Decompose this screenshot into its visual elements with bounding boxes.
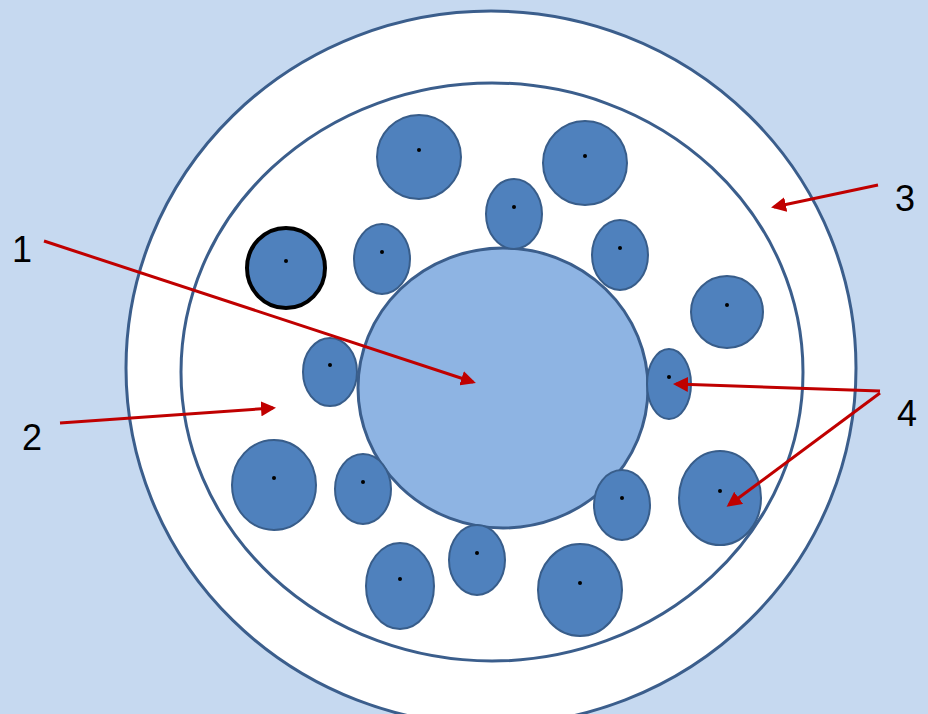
cell-nucleus bbox=[578, 581, 582, 585]
cell-nucleus bbox=[725, 303, 729, 307]
cell-nucleus bbox=[618, 246, 622, 250]
cell bbox=[377, 115, 461, 199]
inner-layer bbox=[181, 83, 803, 661]
leader-arrow bbox=[676, 384, 880, 391]
cell-body bbox=[366, 543, 434, 629]
cell-body bbox=[543, 121, 627, 205]
cell-body bbox=[377, 115, 461, 199]
cell-body bbox=[486, 179, 542, 249]
cell-body bbox=[354, 224, 410, 294]
cell bbox=[679, 451, 761, 545]
cell bbox=[594, 470, 650, 540]
leader-arrow bbox=[774, 185, 878, 207]
cell-nucleus bbox=[718, 489, 722, 493]
cell bbox=[335, 454, 391, 524]
cell bbox=[354, 224, 410, 294]
callout-number: 2 bbox=[22, 420, 42, 456]
cell-body bbox=[303, 338, 357, 406]
cell-nucleus bbox=[512, 205, 516, 209]
cell-nucleus bbox=[272, 476, 276, 480]
leader-arrow bbox=[60, 408, 273, 423]
leader-arrow bbox=[44, 241, 473, 382]
cell bbox=[691, 276, 763, 348]
cell-nucleus bbox=[361, 480, 365, 484]
cell-nucleus bbox=[583, 154, 587, 158]
cell-body bbox=[679, 451, 761, 545]
callout-number: 3 bbox=[895, 181, 915, 217]
callout-number: 4 bbox=[897, 396, 917, 432]
cell bbox=[486, 179, 542, 249]
callout-number: 1 bbox=[12, 232, 32, 268]
outer-layer bbox=[126, 11, 856, 714]
cell-nucleus bbox=[620, 496, 624, 500]
cell bbox=[449, 525, 505, 595]
cell bbox=[247, 228, 325, 308]
cell bbox=[232, 440, 316, 530]
cell-body bbox=[335, 454, 391, 524]
cell-nucleus bbox=[328, 363, 332, 367]
cell-body bbox=[691, 276, 763, 348]
cell-nucleus bbox=[380, 250, 384, 254]
cell-body bbox=[538, 544, 622, 636]
cell-nucleus bbox=[475, 551, 479, 555]
cell bbox=[366, 543, 434, 629]
cell bbox=[543, 121, 627, 205]
cell-nucleus bbox=[417, 148, 421, 152]
cell-group bbox=[232, 115, 763, 636]
cell-body bbox=[232, 440, 316, 530]
cell-nucleus bbox=[398, 577, 402, 581]
cell bbox=[592, 220, 648, 290]
cell bbox=[303, 338, 357, 406]
cell-nucleus bbox=[284, 259, 288, 263]
cell bbox=[538, 544, 622, 636]
leader-arrows bbox=[44, 185, 880, 505]
cell-body bbox=[247, 228, 325, 308]
cell-body bbox=[449, 525, 505, 595]
cell-body bbox=[594, 470, 650, 540]
cell-nucleus bbox=[667, 375, 671, 379]
cell-body bbox=[592, 220, 648, 290]
leader-arrow bbox=[729, 393, 880, 505]
